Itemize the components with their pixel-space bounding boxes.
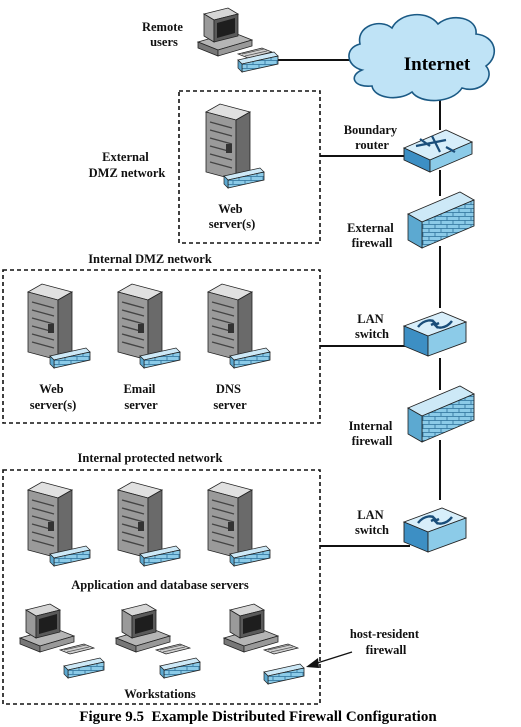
internal-dmz-email-server	[117, 283, 181, 369]
workstation-2	[115, 603, 201, 679]
internal-dmz-dns-server-label: DNS server	[213, 382, 247, 412]
external-firewall-label: External firewall	[347, 221, 397, 250]
lan-switch-2-label: LAN switch	[355, 508, 389, 537]
workstation-1	[19, 603, 105, 679]
internal-dmz-web-server	[27, 283, 91, 369]
boundary-router-label: Boundary router	[344, 123, 401, 152]
app-db-server-1	[27, 481, 91, 567]
internal-dmz-web-server-label: Web server(s)	[30, 382, 77, 412]
lan-switch-2	[402, 506, 468, 554]
workstation-3	[223, 603, 305, 685]
internal-dmz-email-server-label: Email server	[123, 382, 158, 412]
internal-dmz-dns-server	[207, 283, 271, 369]
external-dmz-web-server	[205, 103, 265, 189]
external-dmz-label: External DMZ network	[89, 150, 166, 180]
internal-dmz-title: Internal DMZ network	[88, 252, 212, 266]
host-resident-firewall-arrow	[306, 651, 353, 668]
boundary-router	[402, 129, 474, 173]
internal-protected-title: Internal protected network	[78, 451, 223, 465]
workstations-label: Workstations	[124, 687, 196, 701]
internal-firewall-label: Internal firewall	[349, 419, 396, 448]
app-db-server-3	[207, 481, 271, 567]
external-dmz-web-server-label: Web server(s)	[209, 202, 256, 231]
external-firewall	[407, 191, 475, 249]
host-resident-firewall-label: host-resident firewall	[350, 627, 422, 657]
internal-firewall	[407, 385, 475, 443]
internet-label: Internet	[404, 54, 471, 75]
lan-switch-1-label: LAN switch	[355, 312, 389, 341]
internal-dmz-boundary	[2, 269, 321, 424]
lan-switch-1	[402, 310, 468, 358]
app-db-server-2	[117, 481, 181, 567]
remote-users-workstation	[197, 7, 279, 73]
internet-cloud	[348, 13, 496, 102]
app-db-servers-label: Application and database servers	[71, 578, 249, 592]
internal-protected-boundary	[2, 469, 321, 705]
external-dmz-boundary	[178, 90, 321, 244]
remote-users-label: Remote users	[142, 20, 186, 49]
figure-caption: Figure 9.5 Example Distributed Firewall …	[79, 709, 437, 725]
